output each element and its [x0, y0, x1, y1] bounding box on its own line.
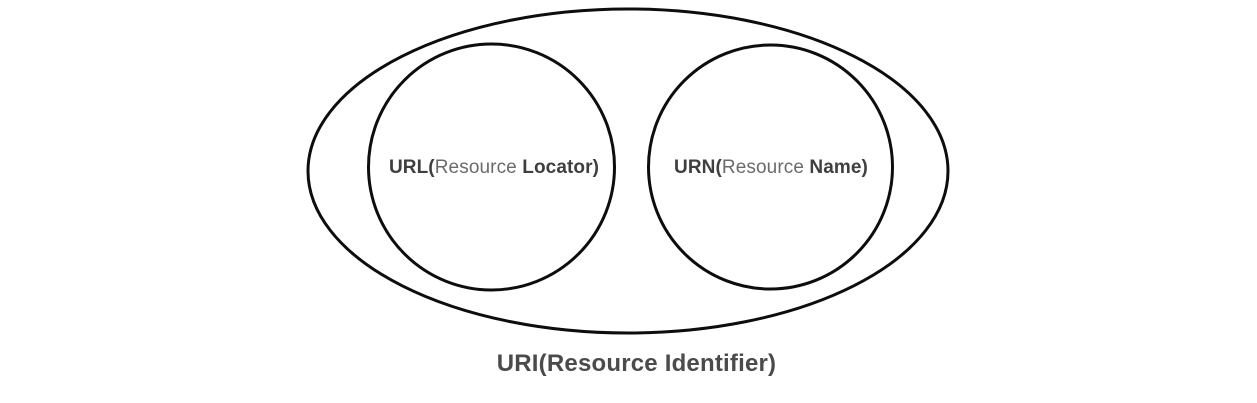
urn-circle: [647, 43, 894, 291]
url-label-bold-suffix: Locator): [522, 157, 600, 178]
urn-label-bold-suffix: Name): [809, 157, 868, 178]
url-label: URL(Resource Locator): [369, 156, 619, 180]
uri-caption: URI(Resource Identifier): [496, 350, 777, 377]
url-label-regular-middle: Resource: [434, 157, 523, 178]
uri-outer-ellipse: [306, 7, 950, 335]
urn-label-bold-prefix: URN(: [674, 157, 722, 178]
url-circle: [367, 42, 616, 292]
urn-label-regular-middle: Resource: [721, 157, 810, 178]
urn-label: URN(Resource Name): [646, 156, 896, 180]
url-label-bold-prefix: URL(: [388, 157, 435, 178]
